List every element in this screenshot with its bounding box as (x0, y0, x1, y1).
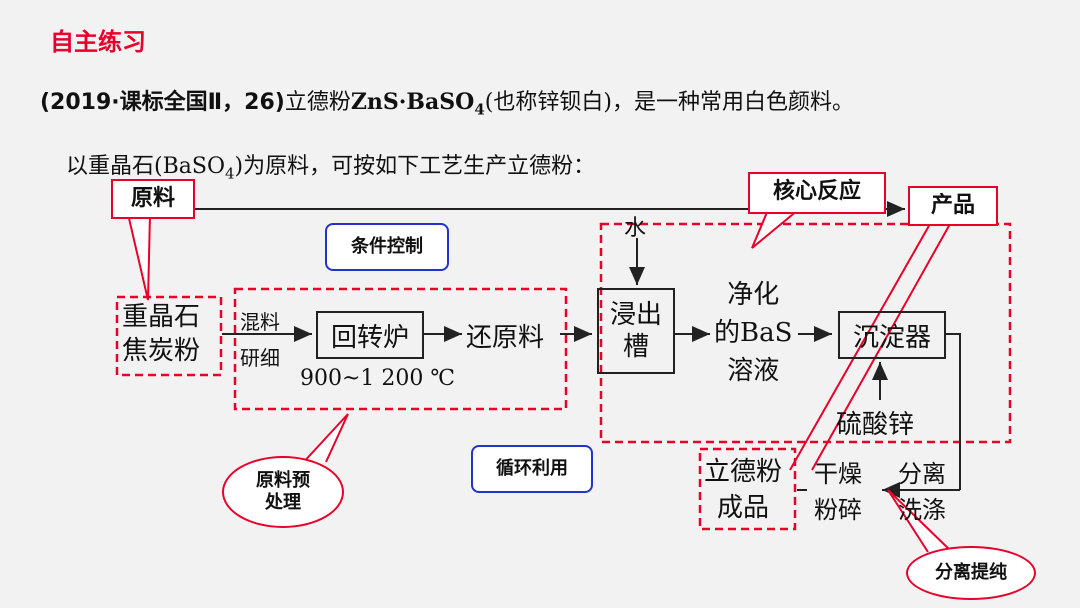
mix-text: 混料 (240, 310, 280, 334)
raw-materials-text: 重晶石 焦炭粉 (122, 300, 200, 368)
bas-line-1: 净化 (727, 280, 780, 310)
core-dashed-box (599, 222, 1012, 444)
line2-subscript: 4 (224, 164, 235, 183)
product-pointer-1 (789, 223, 931, 471)
condition-control-label: 条件控制 (325, 223, 449, 271)
leach-line-1: 浸出 (609, 300, 662, 330)
lithopone-text: 立德粉 (704, 457, 783, 487)
dry-text: 干燥 (814, 460, 862, 488)
leaching-tank-box: 浸出 槽 (597, 288, 675, 374)
product-pointer-2 (811, 223, 951, 471)
core-reaction-tag: 核心反应 (748, 172, 886, 214)
reduced-material-text: 还原料 (466, 323, 545, 353)
product-dashed-box (698, 447, 797, 531)
core-callout-pointer (751, 209, 799, 249)
problem-text-b: (也称锌钡白)，是一种常用白色颜料。 (484, 90, 854, 115)
problem-source: (2019·课标全国Ⅱ，26) (40, 90, 285, 115)
page-title: 自主练习 (50, 28, 146, 56)
lithopone-product-text: 立德粉 成品 (704, 454, 782, 526)
pretreat-dashed-box (233, 287, 568, 411)
separate-callout-pointer (887, 489, 953, 553)
product-tag: 产品 (908, 186, 998, 226)
pretreat-callout-pointer (299, 413, 349, 467)
bas-line-2: 的BaS (714, 318, 793, 348)
dry-crush-text: 干燥 粉碎 (814, 456, 862, 528)
separate-text: 分离 (898, 460, 946, 488)
separate-wash-text: 分离 洗涤 (898, 456, 946, 528)
barite-text: 重晶石 (122, 302, 201, 332)
rotary-furnace-box: 回转炉 (316, 311, 424, 359)
wash-text: 洗涤 (898, 496, 946, 524)
pretreat-line-1: 原料预 (256, 470, 310, 491)
leach-line-2: 槽 (622, 332, 649, 362)
problem-line-2: 以重晶石(BaSO4)为原料，可按如下工艺生产立德粉： (66, 148, 595, 182)
pretreat-line-2: 处理 (265, 492, 301, 513)
bas-line-3: 溶液 (727, 356, 780, 386)
recycle-label: 循环利用 (471, 445, 593, 493)
formula: ZnS·BaSO (350, 89, 475, 115)
precipitator-box: 沉淀器 (838, 311, 946, 359)
raw-dashed-box (115, 295, 223, 377)
crush-text: 粉碎 (814, 496, 862, 524)
line2-a: 以重晶石(BaSO (66, 154, 225, 179)
raw-callout-pointer (127, 213, 151, 301)
bas-solution-text: 净化 的BaS 溶液 (714, 276, 792, 390)
water-text: 水 (624, 216, 647, 241)
problem-line-1: (2019·课标全国Ⅱ，26)立德粉ZnS·BaSO4(也称锌钡白)，是一种常用… (40, 84, 854, 118)
zinc-sulfate-text: 硫酸锌 (836, 410, 915, 440)
coke-text: 焦炭粉 (122, 336, 201, 366)
precip-out-line (944, 333, 961, 490)
formula-subscript: 4 (474, 100, 485, 119)
problem-text-a: 立德粉 (284, 90, 351, 115)
raw-material-tag: 原料 (111, 179, 195, 219)
line2-b: )为原料，可按如下工艺生产立德粉： (234, 154, 596, 179)
separation-ellipse: 分离提纯 (906, 546, 1036, 600)
finished-text: 成品 (717, 493, 770, 523)
temperature-text: 900~1 200 ℃ (300, 366, 456, 391)
pretreat-ellipse: 原料预处理 (222, 456, 344, 528)
grind-text: 研细 (240, 346, 280, 370)
